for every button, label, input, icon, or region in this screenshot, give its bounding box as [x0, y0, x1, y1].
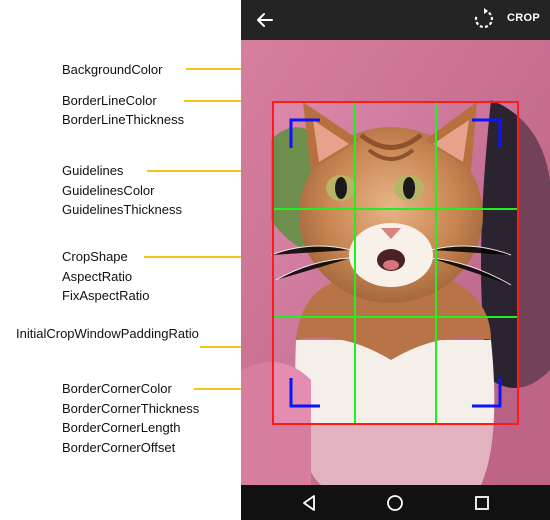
android-navbar — [241, 485, 550, 520]
crop-border-line[interactable] — [272, 101, 519, 425]
crop-overlay — [241, 40, 550, 485]
corner-top-left — [289, 118, 320, 148]
label-guidelines: Guidelines — [62, 163, 124, 178]
circle-home-icon[interactable] — [386, 494, 404, 512]
label-border-corner-offset: BorderCornerOffset — [62, 440, 176, 455]
crop-corners[interactable] — [289, 118, 502, 408]
label-fix-aspect-ratio: FixAspectRatio — [62, 288, 150, 303]
phone-screen: CROP — [241, 0, 550, 520]
square-recent-icon[interactable] — [473, 494, 491, 512]
corner-bottom-left — [289, 378, 320, 408]
label-crop-shape: CropShape — [62, 249, 128, 264]
crop-button[interactable]: CROP — [507, 12, 540, 24]
label-initial-padding-ratio: InitialCropWindowPaddingRatio — [16, 326, 199, 341]
label-border-corner-length: BorderCornerLength — [62, 420, 181, 435]
label-background-color: BackgroundColor — [62, 62, 163, 77]
label-border-corner-thickness: BorderCornerThickness — [62, 401, 200, 416]
label-guidelines-color: GuidelinesColor — [62, 183, 155, 198]
corner-top-right — [472, 118, 502, 148]
label-border-line-color: BorderLineColor — [62, 93, 157, 108]
annotation-panel: BackgroundColor BorderLineColor BorderLi… — [0, 0, 391, 520]
label-guidelines-thickness: GuidelinesThickness — [62, 202, 182, 217]
rotate-icon[interactable] — [473, 8, 495, 30]
crop-image-view[interactable] — [241, 40, 550, 485]
background-overlay — [241, 40, 550, 485]
guidelines — [273, 102, 518, 424]
arrow-left-icon[interactable] — [255, 10, 275, 30]
label-border-corner-color: BorderCornerColor — [62, 381, 172, 396]
corner-bottom-right — [472, 378, 502, 408]
app-toolbar: CROP — [241, 0, 550, 40]
label-border-line-thickness: BorderLineThickness — [62, 112, 185, 127]
triangle-back-icon[interactable] — [301, 494, 319, 512]
cat-photo — [241, 40, 550, 485]
label-aspect-ratio: AspectRatio — [62, 269, 133, 284]
